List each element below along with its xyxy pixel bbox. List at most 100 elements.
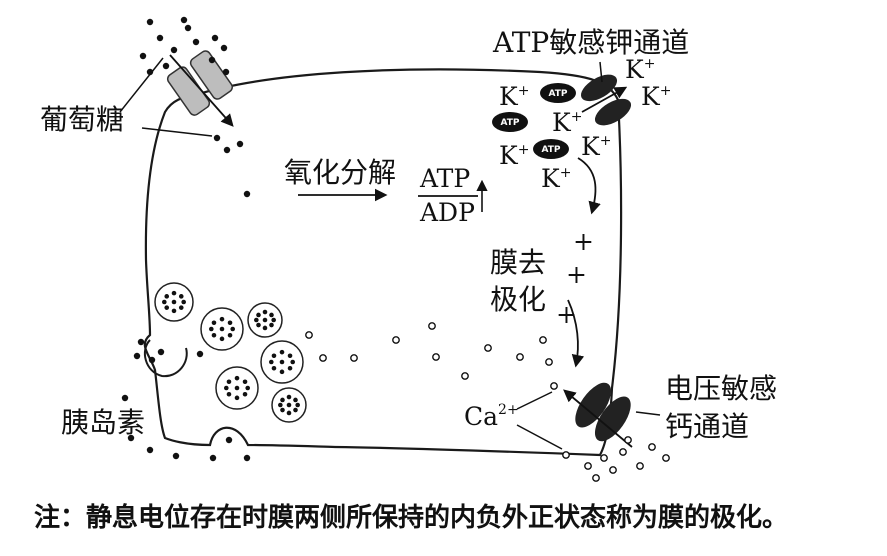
insulin-granule: [211, 332, 217, 338]
insulin-granule: [293, 397, 298, 403]
insulin-granule: [226, 379, 232, 385]
k-ion-label: K+: [581, 132, 611, 161]
calcium-ion: [562, 451, 570, 459]
insulin-granule: [256, 322, 261, 328]
insulin-granule: [234, 375, 240, 381]
insulin-granule: [178, 305, 184, 310]
insulin-granule: [223, 385, 229, 391]
glucose-molecule: [222, 68, 230, 76]
insulin-granule: [293, 407, 298, 413]
insulin-granule: [256, 312, 261, 318]
k-ion-label: K+: [552, 108, 582, 137]
insulin-granule: [268, 359, 274, 365]
insulin-granule: [271, 365, 277, 371]
calcium-ion: [662, 454, 670, 462]
adp-label: ADP: [419, 198, 475, 227]
cell-membrane: [143, 68, 623, 457]
insulin-granule: [271, 353, 277, 359]
insulin-molecule: [148, 356, 156, 364]
calcium-ion: [648, 443, 656, 451]
calcium-ion: [516, 353, 524, 361]
insulin-granule: [181, 299, 186, 305]
insulin-granule: [280, 397, 285, 403]
insulin-granule: [234, 385, 240, 391]
insulin-molecule: [243, 454, 251, 462]
calcium-ion: [319, 354, 327, 362]
insulin-granule: [245, 385, 251, 391]
glucose-entry-arrow: [169, 54, 234, 127]
insulin-granule: [262, 317, 268, 323]
calcium-ion: [550, 382, 558, 390]
calcium-ion: [305, 331, 313, 339]
calcium-ions: [305, 322, 670, 482]
insulin-granule: [219, 326, 225, 332]
insulin-granule: [171, 308, 177, 314]
atp-channel-label: ATP敏感钾通道: [492, 26, 689, 59]
k-ion-label: K+: [541, 164, 571, 193]
insulin-granule: [230, 326, 236, 332]
insulin-granule: [271, 317, 276, 323]
depolarization-label-line1: 膜去: [490, 246, 546, 279]
released-insulin: [121, 338, 251, 462]
insulin-granule: [242, 391, 248, 397]
insulin-molecule: [137, 338, 145, 346]
glucose-label-leader-2: [141, 127, 213, 137]
glucose-label: 葡萄糖: [40, 103, 124, 136]
positive-charge: +: [566, 260, 587, 289]
atp-badge-text: ATP: [548, 89, 567, 99]
glucose-molecule: [236, 140, 244, 148]
glucose-molecule: [213, 134, 221, 142]
voltage-channel-label-line1: 电压敏感: [665, 372, 777, 405]
k-ion-label: K+: [625, 55, 655, 84]
insulin-granule: [287, 365, 293, 371]
k-ion-label: K+: [499, 141, 529, 170]
insulin-molecule: [209, 454, 217, 462]
k-ion-label: K+: [641, 82, 671, 111]
voltage-channel-label-leader: [635, 411, 661, 416]
insulin-molecule: [127, 434, 135, 442]
ca-label-leader-lower: [516, 424, 563, 450]
glucose-molecules: [139, 16, 251, 198]
calcium-ion: [624, 436, 632, 444]
voltage-ca-channel: [575, 382, 631, 442]
atp-badge-1: ATP: [540, 83, 576, 103]
insulin-granule: [178, 294, 184, 299]
glucose-molecule: [192, 38, 200, 46]
calcium-ion: [484, 344, 492, 352]
insulin-granule: [279, 349, 285, 355]
voltage-channel-label-line2: 钙通道: [665, 410, 749, 443]
insulin-granule: [286, 410, 292, 416]
ca-label-leader-upper: [516, 391, 553, 410]
glucose-molecule: [139, 52, 147, 60]
insulin-granule: [171, 299, 177, 305]
insulin-granule: [262, 325, 268, 331]
depolarization-to-ca-arrow: [567, 299, 585, 368]
insulin-granule: [171, 290, 177, 296]
insulin-granule: [262, 309, 268, 315]
insulin-molecule: [146, 446, 154, 454]
calcium-ion: [432, 353, 440, 361]
calcium-ion: [619, 448, 627, 456]
glucose-molecule: [156, 34, 164, 42]
glucose-molecule: [220, 44, 228, 52]
insulin-granule: [164, 294, 170, 299]
insulin-granule: [219, 316, 225, 322]
glucose-molecule: [243, 190, 251, 198]
insulin-granule: [287, 353, 293, 359]
insulin-granule: [279, 369, 285, 375]
calcium-ion: [428, 322, 436, 330]
calcium-ion: [609, 466, 617, 474]
insulin-granule: [280, 407, 285, 413]
insulin-molecule: [133, 352, 141, 360]
positive-charge: +: [573, 227, 594, 256]
insulin-granule: [227, 332, 233, 338]
calcium-ion: [461, 372, 469, 380]
insulin-label: 胰岛素: [61, 406, 145, 439]
insulin-granule: [242, 379, 248, 385]
calcium-ion: [592, 474, 600, 482]
atp-channel-label-leader: [599, 61, 603, 83]
insulin-granule: [219, 336, 225, 342]
insulin-granule: [234, 395, 240, 401]
glucose-molecule: [162, 62, 170, 70]
